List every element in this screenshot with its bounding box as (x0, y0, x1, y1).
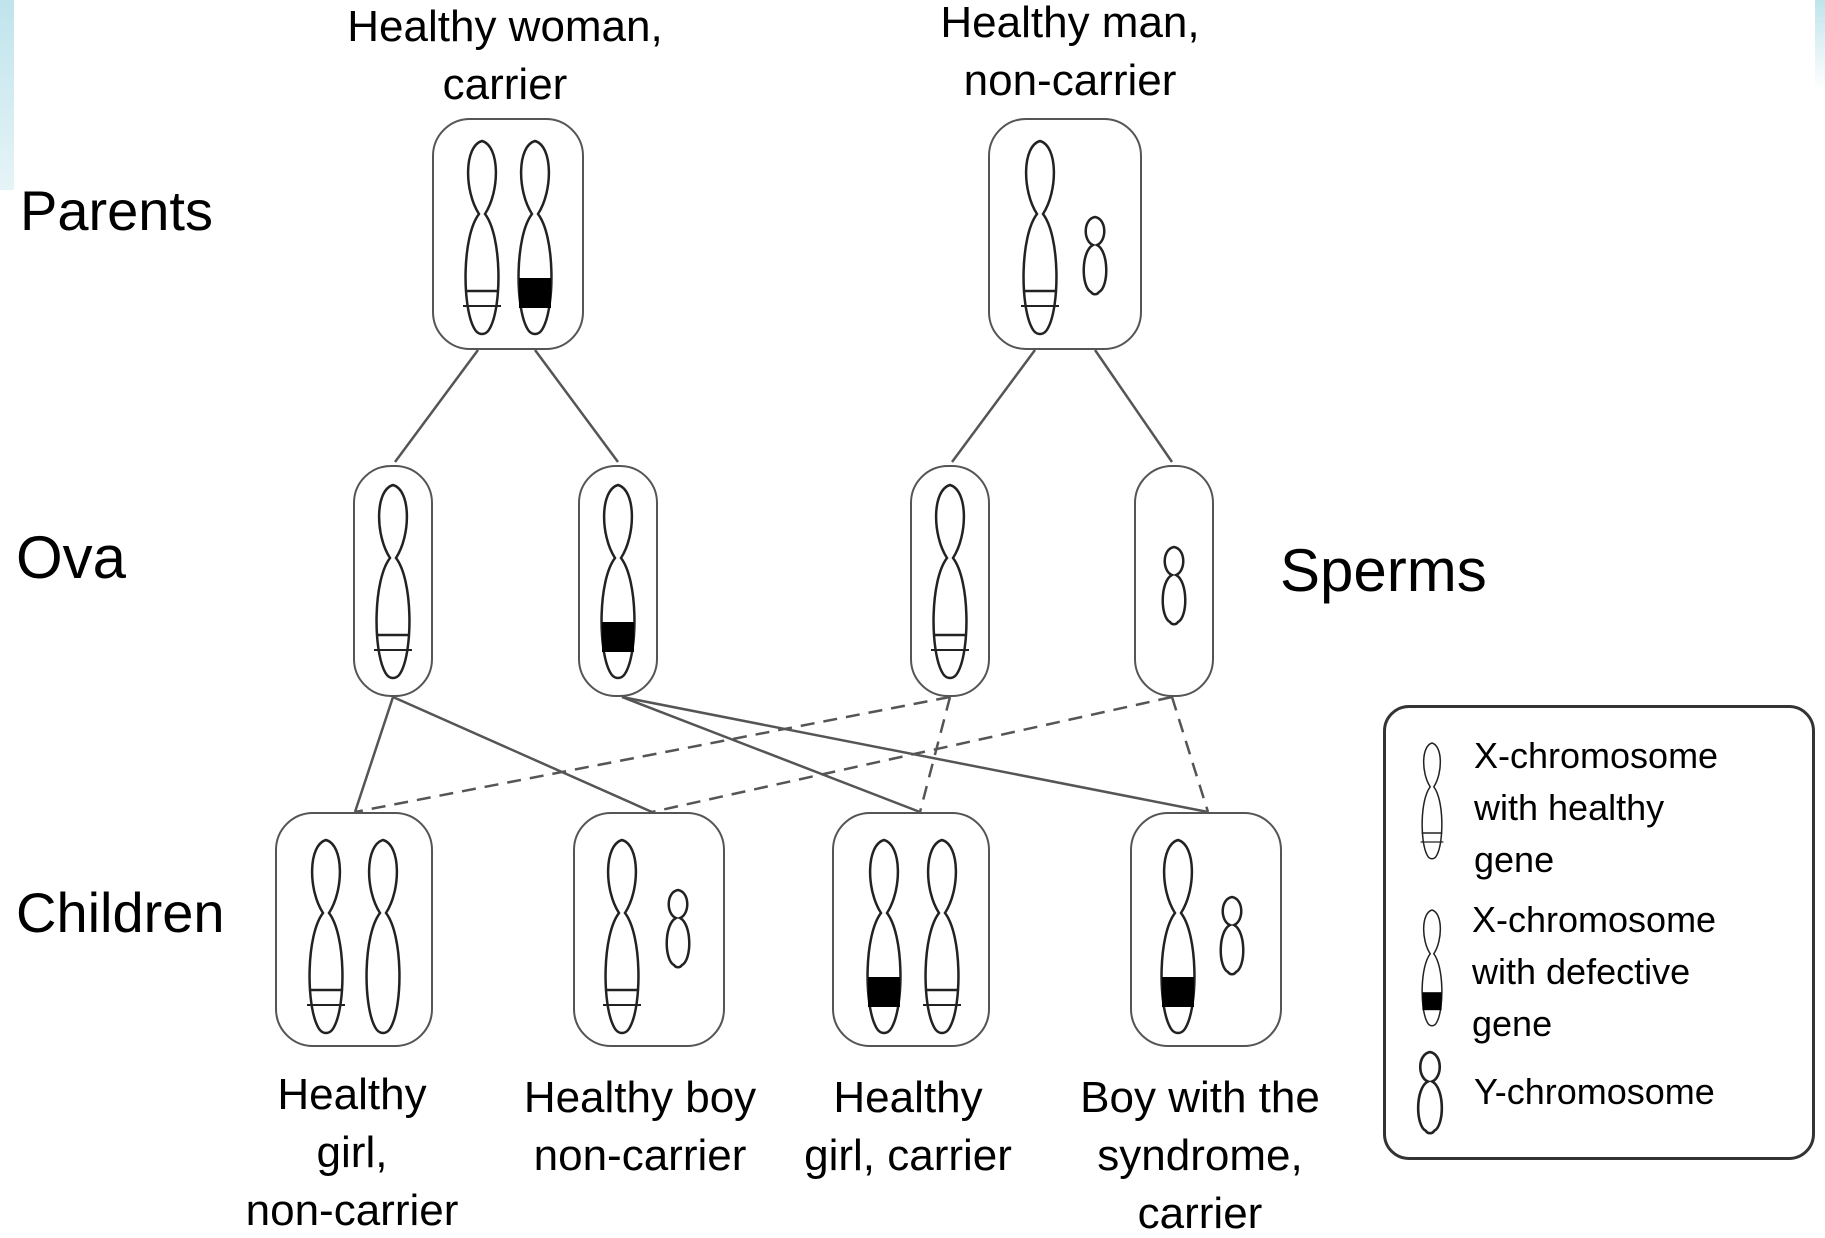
legend-x-defective-icon (1422, 910, 1442, 1026)
legend-x-healthy-label: X-chromosome with healthy gene (1474, 730, 1718, 886)
legend-x-healthy-icon (1421, 743, 1444, 859)
legend-y-label: Y-chromosome (1474, 1066, 1715, 1118)
legend-x-defective-label: X-chromosome with defective gene (1472, 894, 1716, 1050)
legend-y-icon (1418, 1052, 1442, 1133)
